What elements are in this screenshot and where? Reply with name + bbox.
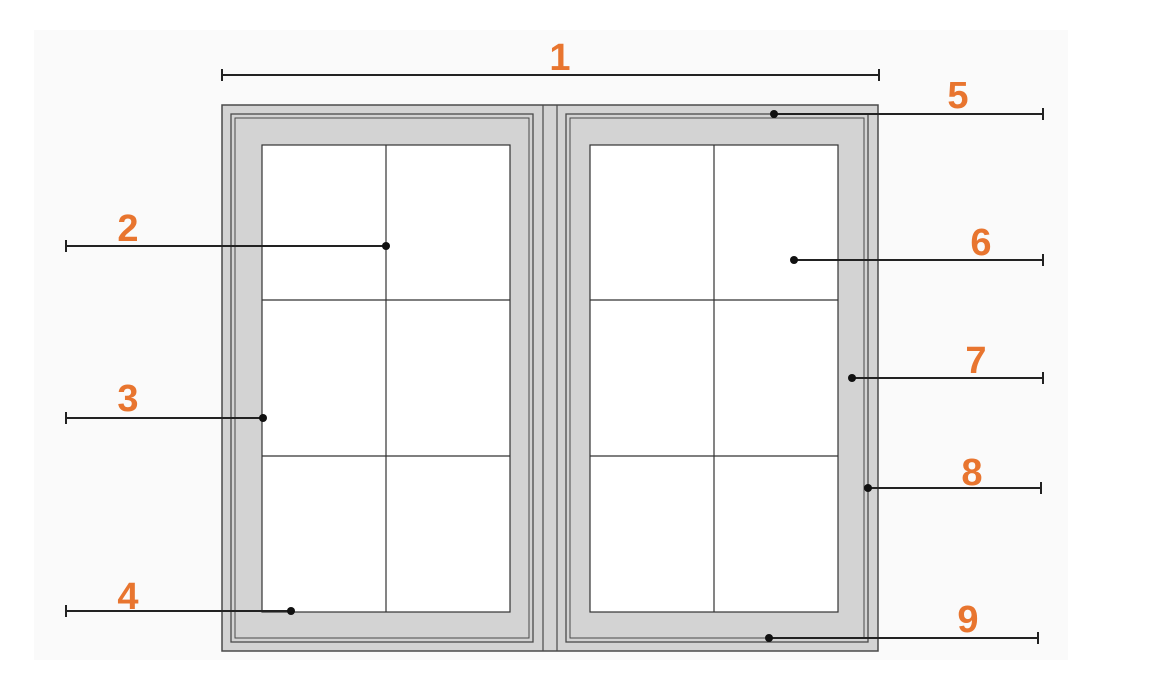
callout-number-9: 9 (957, 599, 978, 641)
leader-dot (259, 414, 267, 422)
callout-number-4: 4 (117, 576, 138, 618)
callout-7 (848, 372, 1044, 384)
leader-dot (382, 242, 390, 250)
callout-number-1: 1 (549, 37, 570, 79)
callout-8 (864, 482, 1042, 494)
callout-1 (221, 69, 880, 81)
left-sash-outline-inner (234, 117, 530, 639)
leader-dot (848, 374, 856, 382)
callout-4 (65, 605, 295, 617)
leader-dot (765, 634, 773, 642)
callout-number-2: 2 (117, 208, 138, 250)
callout-number-6: 6 (970, 222, 991, 264)
callout-number-3: 3 (117, 378, 138, 420)
callout-6 (790, 254, 1044, 266)
right-sash (565, 113, 869, 643)
callout-number-7: 7 (965, 340, 986, 382)
callout-9 (765, 632, 1039, 644)
callout-3 (65, 412, 267, 424)
callout-number-8: 8 (961, 452, 982, 494)
leader-dot (864, 484, 872, 492)
leader-dot (287, 607, 295, 615)
callout-number-5: 5 (947, 75, 968, 117)
leader-dot (770, 110, 778, 118)
left-sash (230, 113, 534, 643)
leader-dot (790, 256, 798, 264)
callout-2 (65, 240, 390, 252)
callout-5 (770, 108, 1044, 120)
